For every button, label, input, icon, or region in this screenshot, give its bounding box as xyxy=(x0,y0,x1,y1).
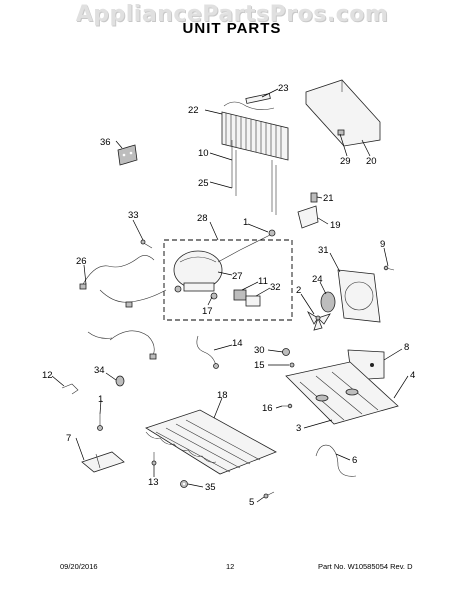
callout-33[interactable]: 33 xyxy=(128,210,139,221)
callout-12[interactable]: 12 xyxy=(42,370,53,381)
callout-15[interactable]: 15 xyxy=(254,360,265,371)
part-14-drain-tube[interactable] xyxy=(196,335,219,369)
part-3-4-base-plate[interactable] xyxy=(285,361,399,425)
callout-34[interactable]: 34 xyxy=(94,365,105,376)
callout-11[interactable]: 11 xyxy=(258,276,268,287)
part-24-fan-motor[interactable] xyxy=(320,291,336,313)
footer-page-number: 12 xyxy=(226,562,235,571)
callout-26[interactable]: 26 xyxy=(76,256,87,267)
part-36-bracket[interactable] xyxy=(117,144,138,166)
part-2-fan-blade[interactable] xyxy=(307,310,331,331)
part-29-clip[interactable] xyxy=(337,129,345,136)
callout-13[interactable]: 13 xyxy=(148,477,159,488)
callout-1b[interactable]: 1 xyxy=(98,394,103,405)
part-16-screw[interactable] xyxy=(282,403,293,409)
part-35-grommet[interactable] xyxy=(180,480,188,488)
callout-27[interactable]: 27 xyxy=(232,271,243,282)
part-17-grommets[interactable] xyxy=(174,285,218,300)
part-12-clip[interactable] xyxy=(61,383,79,395)
part-20-cover[interactable] xyxy=(305,79,381,147)
callout-19[interactable]: 19 xyxy=(330,220,341,231)
callout-10[interactable]: 10 xyxy=(198,148,209,159)
part-26-harness[interactable] xyxy=(79,255,167,360)
part-10-25-tubes[interactable] xyxy=(231,140,277,215)
part-22-condenser[interactable] xyxy=(221,101,289,161)
callout-30[interactable]: 30 xyxy=(254,345,265,356)
part-11-relay[interactable] xyxy=(233,289,247,301)
callout-24[interactable]: 24 xyxy=(312,274,323,285)
part-6-wire[interactable] xyxy=(315,444,357,477)
leader-lines xyxy=(51,88,409,503)
callout-16[interactable]: 16 xyxy=(262,403,273,414)
part-19-bracket[interactable] xyxy=(297,205,319,229)
footer-date: 09/20/2016 xyxy=(60,562,98,571)
callout-31[interactable]: 31 xyxy=(318,245,329,256)
part-31-shroud[interactable] xyxy=(337,269,381,323)
callout-6[interactable]: 6 xyxy=(352,455,357,466)
callout-17[interactable]: 17 xyxy=(202,306,213,317)
callout-20[interactable]: 20 xyxy=(366,156,377,167)
part-13-screw[interactable] xyxy=(151,452,157,466)
part-18-evaporator-pan[interactable] xyxy=(145,409,277,475)
callout-14[interactable]: 14 xyxy=(232,338,243,349)
footer-part-number: Part No. W10585054 Rev. D xyxy=(318,562,413,571)
callout-32[interactable]: 32 xyxy=(270,282,281,293)
part-9-screw[interactable] xyxy=(383,265,395,271)
callout-5[interactable]: 5 xyxy=(249,497,254,508)
part-30-grommet[interactable] xyxy=(282,348,290,356)
part-33-bolt[interactable] xyxy=(140,239,153,249)
callout-4[interactable]: 4 xyxy=(410,370,415,381)
callout-9[interactable]: 9 xyxy=(380,239,385,250)
part-15-screw[interactable] xyxy=(289,362,295,368)
part-32-overload[interactable] xyxy=(245,295,261,307)
callout-28[interactable]: 28 xyxy=(197,213,208,224)
callout-25[interactable]: 25 xyxy=(198,178,209,189)
callout-7[interactable]: 7 xyxy=(66,433,71,444)
callout-3[interactable]: 3 xyxy=(296,423,301,434)
callout-8[interactable]: 8 xyxy=(404,342,409,353)
part-21-clip[interactable] xyxy=(310,192,318,203)
part-1-screw-lower[interactable] xyxy=(97,414,103,431)
exploded-parts-diagram: 22 23 29 20 36 10 25 21 19 1 28 33 26 27… xyxy=(42,79,415,508)
page-title: UNIT PARTS xyxy=(182,20,282,37)
callout-36[interactable]: 36 xyxy=(100,137,111,148)
watermark-text: AppliancePartsPros.com xyxy=(75,2,389,27)
part-34-plug[interactable] xyxy=(115,375,125,387)
callout-29[interactable]: 29 xyxy=(340,156,351,167)
callout-35[interactable]: 35 xyxy=(205,482,216,493)
part-compressor[interactable] xyxy=(173,229,276,292)
callout-1a[interactable]: 1 xyxy=(243,217,248,228)
callout-numbers: 22 23 29 20 36 10 25 21 19 1 28 33 26 27… xyxy=(42,83,415,508)
callout-22[interactable]: 22 xyxy=(188,105,199,116)
callout-2[interactable]: 2 xyxy=(296,285,301,296)
compressor-group-box xyxy=(163,239,293,321)
callout-18[interactable]: 18 xyxy=(217,390,228,401)
callout-21[interactable]: 21 xyxy=(323,193,334,204)
part-7-bracket[interactable] xyxy=(81,451,125,473)
part-5-screw[interactable] xyxy=(263,491,275,499)
callout-23[interactable]: 23 xyxy=(278,83,289,94)
